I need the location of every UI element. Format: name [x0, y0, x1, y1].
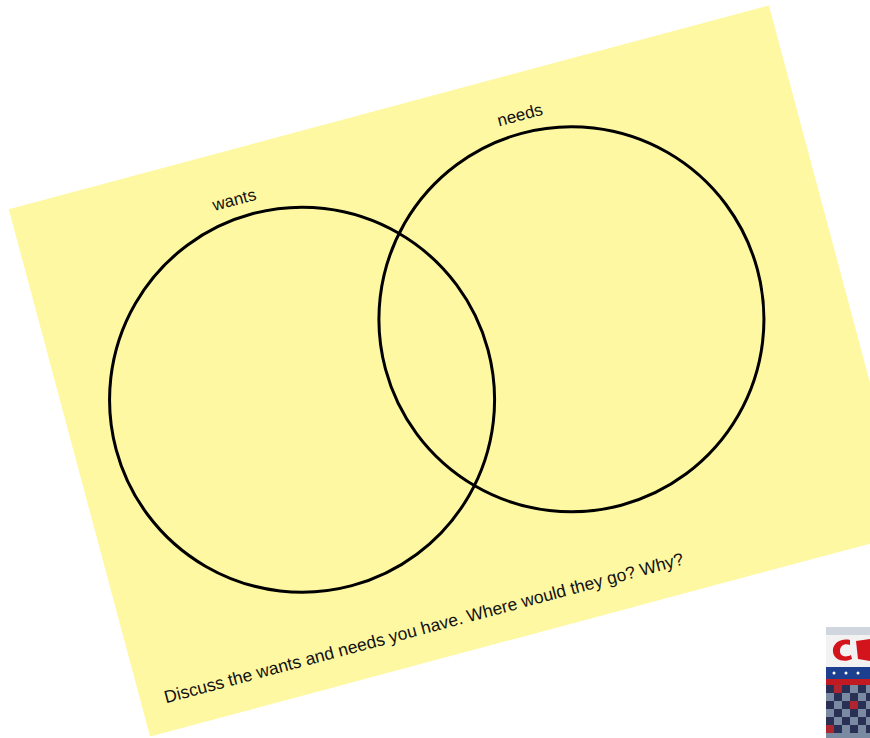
set-label: needs — [495, 100, 545, 131]
venn-circle: needs — [334, 82, 809, 557]
sticky-card: Discuss the wants and needs you have. Wh… — [9, 5, 870, 736]
photo-fragment — [826, 627, 870, 738]
venn-circle: wants — [64, 162, 539, 637]
circle-outline — [334, 82, 809, 557]
set-label: wants — [210, 185, 258, 216]
circle-outline — [64, 162, 539, 637]
prompt-text: Discuss the wants and needs you have. Wh… — [162, 549, 686, 708]
